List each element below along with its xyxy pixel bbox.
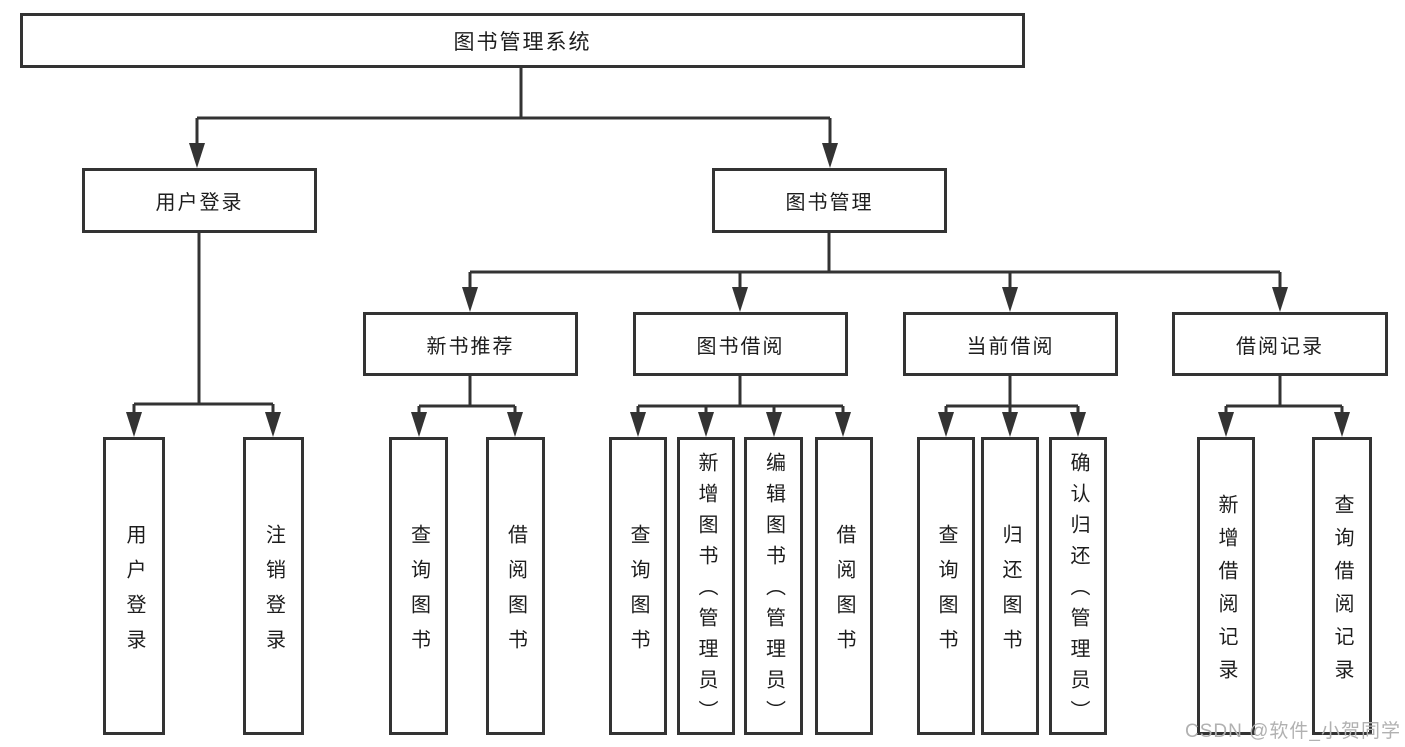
node-label: 新书推荐 <box>426 335 515 358</box>
leaf-add-borrow-record: 新增借阅记录 <box>1197 437 1255 735</box>
node-new-book-recommend: 新书推荐 <box>363 312 578 376</box>
node-borrowing-records: 借阅记录 <box>1172 312 1388 376</box>
leaf-edit-book-admin: 编辑图书（管理员） <box>744 437 803 735</box>
node-user-login: 用户登录 <box>82 168 317 233</box>
leaf-borrow-books-recommend: 借阅图书 <box>486 437 545 735</box>
node-book-borrowing: 图书借阅 <box>633 312 848 376</box>
node-label: 确认归还（管理员） <box>1067 452 1089 731</box>
leaf-query-books-borrowing: 查询图书 <box>609 437 667 735</box>
node-label: 图书管理 <box>785 192 874 214</box>
leaf-return-books: 归还图书 <box>981 437 1039 735</box>
node-label: 查询借阅记录 <box>1331 493 1353 692</box>
node-label: 当前借阅 <box>966 335 1055 358</box>
leaf-query-borrow-record: 查询借阅记录 <box>1312 437 1372 735</box>
node-label: 借阅图书 <box>504 523 527 664</box>
node-label: 查询图书 <box>407 523 430 664</box>
node-book-management: 图书管理 <box>712 168 947 233</box>
node-library-system-root: 图书管理系统 <box>20 13 1025 68</box>
node-label: 借阅记录 <box>1236 335 1324 358</box>
leaf-logout: 注销登录 <box>243 437 304 735</box>
node-label: 用户登录 <box>155 192 244 214</box>
node-label: 用户登录 <box>123 523 145 664</box>
node-label: 图书管理系统 <box>453 30 592 54</box>
node-label: 新增图书（管理员） <box>695 452 717 731</box>
leaf-borrow-books-borrowing: 借阅图书 <box>815 437 873 735</box>
leaf-query-books-recommend: 查询图书 <box>389 437 448 735</box>
node-label: 查询图书 <box>627 523 649 664</box>
node-label: 查询图书 <box>935 523 957 664</box>
node-label: 借阅图书 <box>833 523 855 664</box>
node-label: 图书借阅 <box>696 335 785 358</box>
leaf-query-books-current: 查询图书 <box>917 437 975 735</box>
node-label: 新增借阅记录 <box>1215 493 1237 692</box>
node-label: 归还图书 <box>999 523 1021 664</box>
csdn-watermark: CSDN @软件_小贺同学 <box>1185 721 1401 742</box>
node-current-borrowing: 当前借阅 <box>903 312 1118 376</box>
leaf-confirm-return-admin: 确认归还（管理员） <box>1049 437 1107 735</box>
node-label: 注销登录 <box>262 523 285 664</box>
node-label: 编辑图书（管理员） <box>762 452 785 731</box>
leaf-user-login: 用户登录 <box>103 437 165 735</box>
leaf-add-book-admin: 新增图书（管理员） <box>677 437 735 735</box>
